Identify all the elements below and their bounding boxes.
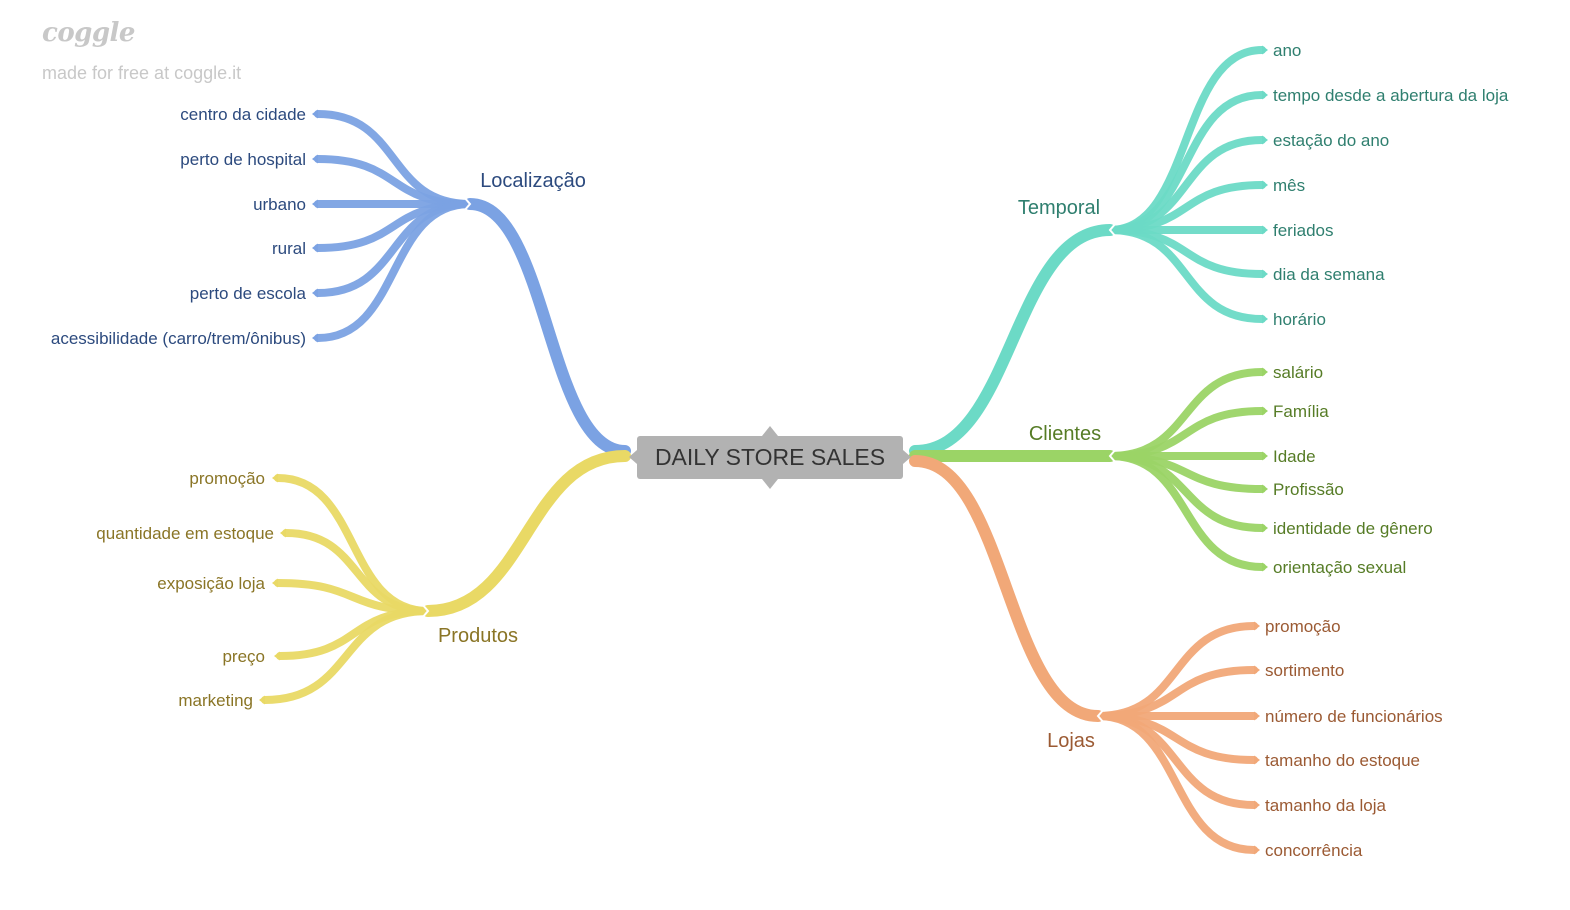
child-line-1-0 xyxy=(274,474,432,615)
child-tip-4-1 xyxy=(1254,665,1260,675)
child-node-4-1[interactable]: sortimento xyxy=(1265,661,1344,680)
branch-node-3[interactable]: Clientes xyxy=(1029,423,1101,445)
child-tip-3-4 xyxy=(1262,523,1268,533)
root-bottom-handle-icon[interactable] xyxy=(762,479,778,489)
child-tip-2-3 xyxy=(1262,180,1268,190)
child-tip-1-2 xyxy=(272,578,278,588)
root-left-handle-icon[interactable] xyxy=(629,450,637,464)
child-node-4-0[interactable]: promoção xyxy=(1265,617,1341,636)
child-tip-4-5 xyxy=(1254,845,1260,855)
root-top-handle-icon[interactable] xyxy=(762,426,778,436)
child-tip-2-4 xyxy=(1262,225,1268,235)
child-tip-2-5 xyxy=(1262,269,1268,279)
branch-node-4[interactable]: Lojas xyxy=(1047,730,1095,752)
branch-chevron-icon xyxy=(421,603,430,619)
child-node-2-2[interactable]: estação do ano xyxy=(1273,131,1389,150)
root-node-label: DAILY STORE SALES xyxy=(654,444,886,470)
branch-line-1 xyxy=(422,450,631,617)
child-tip-2-6 xyxy=(1262,314,1268,324)
child-line-0-5 xyxy=(314,200,474,342)
branch-node-2[interactable]: Temporal xyxy=(1018,197,1100,219)
child-tip-1-3 xyxy=(274,651,280,661)
root-right-handle-icon[interactable] xyxy=(903,450,911,464)
branch-line-4 xyxy=(909,455,1104,722)
child-line-2-6 xyxy=(1106,226,1266,323)
child-node-3-1[interactable]: Família xyxy=(1273,402,1329,421)
branch-chevron-icon xyxy=(1096,708,1105,724)
child-tip-2-2 xyxy=(1262,135,1268,145)
child-node-0-4[interactable]: perto de escola xyxy=(190,284,307,303)
child-node-2-0[interactable]: ano xyxy=(1273,41,1301,60)
child-tip-0-1 xyxy=(312,154,318,164)
child-tip-0-5 xyxy=(312,333,318,343)
child-node-0-0[interactable]: centro da cidade xyxy=(180,105,306,124)
coggle-logo: coggle xyxy=(42,18,135,48)
child-tip-4-4 xyxy=(1254,800,1260,810)
child-node-2-3[interactable]: mês xyxy=(1273,176,1305,195)
child-node-0-1[interactable]: perto de hospital xyxy=(180,150,306,169)
branch-node-1[interactable]: Produtos xyxy=(438,625,518,647)
child-node-1-0[interactable]: promoção xyxy=(189,469,265,488)
branch-line-0 xyxy=(464,198,631,457)
child-tip-0-0 xyxy=(312,109,318,119)
child-node-2-6[interactable]: horário xyxy=(1273,310,1326,329)
child-node-2-4[interactable]: feriados xyxy=(1273,221,1333,240)
child-tip-3-3 xyxy=(1262,484,1268,494)
child-node-4-3[interactable]: tamanho do estoque xyxy=(1265,751,1420,770)
child-node-0-5[interactable]: acessibilidade (carro/trem/ônibus) xyxy=(51,329,306,348)
child-tip-4-3 xyxy=(1254,755,1260,765)
root-handles xyxy=(629,426,911,489)
child-node-4-4[interactable]: tamanho da loja xyxy=(1265,796,1387,815)
child-tip-3-0 xyxy=(1262,367,1268,377)
child-node-0-3[interactable]: rural xyxy=(272,239,306,258)
child-tip-0-3 xyxy=(312,243,318,253)
child-tip-3-1 xyxy=(1262,406,1268,416)
child-node-1-4[interactable]: marketing xyxy=(178,691,253,710)
root-node[interactable]: DAILY STORE SALES xyxy=(637,436,903,479)
child-node-3-3[interactable]: Profissão xyxy=(1273,480,1344,499)
child-tip-3-5 xyxy=(1262,562,1268,572)
child-node-3-5[interactable]: orientação sexual xyxy=(1273,558,1406,577)
child-line-3-5 xyxy=(1106,452,1266,571)
child-node-1-2[interactable]: exposição loja xyxy=(157,574,265,593)
child-node-1-1[interactable]: quantidade em estoque xyxy=(96,524,274,543)
child-line-4-5 xyxy=(1094,712,1258,854)
branch-chevron-icon xyxy=(463,196,472,212)
child-tip-2-0 xyxy=(1262,45,1268,55)
coggle-tagline[interactable]: made for free at coggle.it xyxy=(42,63,242,83)
child-tip-1-0 xyxy=(272,473,278,483)
child-tip-3-2 xyxy=(1262,451,1268,461)
branch-line-2 xyxy=(909,224,1116,457)
child-node-4-5[interactable]: concorrência xyxy=(1265,841,1363,860)
child-tip-1-1 xyxy=(280,528,286,538)
child-line-1-2 xyxy=(274,579,432,615)
child-node-4-2[interactable]: número de funcionários xyxy=(1265,707,1443,726)
child-tip-0-2 xyxy=(312,199,318,209)
child-tip-4-0 xyxy=(1254,621,1260,631)
branch-chevron-icon xyxy=(1108,222,1117,238)
child-node-2-5[interactable]: dia da semana xyxy=(1273,265,1385,284)
child-node-3-2[interactable]: Idade xyxy=(1273,447,1316,466)
branch-labels: centro da cidade perto de hospital urbano r… xyxy=(51,41,1509,860)
child-line-1-4 xyxy=(261,607,432,704)
child-tip-1-4 xyxy=(259,695,265,705)
branch-chevron-icon xyxy=(1108,448,1117,464)
branch-lines xyxy=(259,45,1268,855)
child-node-1-3[interactable]: preço xyxy=(222,647,265,666)
child-node-3-4[interactable]: identidade de gênero xyxy=(1273,519,1433,538)
child-tip-2-1 xyxy=(1262,90,1268,100)
child-node-2-1[interactable]: tempo desde a abertura da loja xyxy=(1273,86,1509,105)
child-tip-4-2 xyxy=(1254,711,1260,721)
branch-node-0[interactable]: Localização xyxy=(480,170,586,192)
child-tip-0-4 xyxy=(312,288,318,298)
child-node-0-2[interactable]: urbano xyxy=(253,195,306,214)
child-node-3-0[interactable]: salário xyxy=(1273,363,1323,382)
